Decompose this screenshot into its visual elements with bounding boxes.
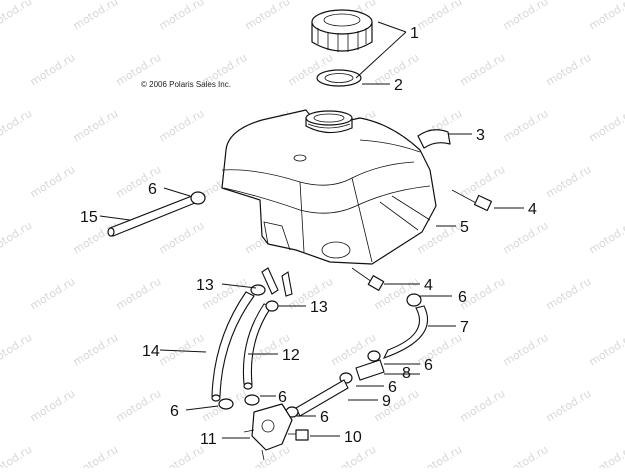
watermark-text: motod.ru [544,387,594,425]
bolt-10 [295,429,309,441]
watermark-text: motod.ru [0,443,34,468]
watermark-text: motod.ru [0,331,34,369]
callout-5: 5 [460,219,469,236]
fitting-right [281,271,293,297]
fuel-cap [311,9,373,52]
watermark-text: motod.ru [501,107,551,145]
watermark-text: motod.ru [157,331,207,369]
watermark-text: motod.ru [458,387,508,425]
watermark-text: motod.ru [587,107,625,145]
watermark-text: motod.ru [114,275,164,313]
callout-2: 2 [394,77,403,94]
callout-14: 14 [142,343,160,360]
callout-1: 1 [410,25,419,42]
callout-10: 10 [344,429,362,446]
leader-lines [99,21,524,439]
watermark-text: motod.ru [587,219,625,257]
rubber-pad [417,129,451,149]
callout-4b: 4 [424,277,433,294]
watermark-text: motod.ru [415,0,465,33]
callout-6d: 6 [388,379,397,396]
watermark-text: motod.ru [587,443,625,468]
watermark-text: motod.ru [157,107,207,145]
copyright-notice: © 2006 Polaris Sales Inc. [141,80,231,89]
watermark-text: motod.ru [157,219,207,257]
clamp-vent [190,191,206,205]
bolt-lower [351,267,385,291]
watermark-text: motod.ru [28,387,78,425]
watermark-text: motod.ru [587,331,625,369]
fuel-tank [221,109,437,265]
watermark-text: motod.ru [0,107,34,145]
callout-7: 7 [460,319,469,336]
watermark-text: motod.ru [0,219,34,257]
watermark-text: motod.ru [501,0,551,33]
watermark-text: motod.ru [458,163,508,201]
callout-6e: 6 [170,403,179,420]
callout-13b: 13 [310,299,328,316]
clamp-7 [406,293,422,307]
callout-6c: 6 [424,357,433,374]
watermark-text: motod.ru [71,0,121,33]
fuel-valve [243,403,293,461]
watermark-text: motod.ru [71,107,121,145]
fitting-left [261,267,279,295]
callout-8: 8 [402,365,411,382]
callout-9: 9 [382,393,391,410]
filler-neck [305,110,353,134]
watermark-text: motod.ru [415,331,465,369]
watermark-text: motod.ru [501,443,551,468]
cap-gasket [316,69,362,87]
watermark-text: motod.ru [28,275,78,313]
fuel-hose-9 [295,379,349,417]
watermark-text: motod.ru [71,331,121,369]
watermark-text: motod.ru [243,0,293,33]
watermark-text: motod.ru [501,219,551,257]
fuel-filter [355,359,385,381]
watermark-text: motod.ru [544,275,594,313]
watermark-text: motod.ru [587,0,625,33]
watermark-text: motod.ru [329,443,379,468]
watermark-text: motod.ru [28,163,78,201]
callout-11: 11 [200,431,217,448]
callout-6a: 6 [148,181,157,198]
callout-6f: 6 [278,389,287,406]
watermark-text: motod.ru [71,443,121,468]
callout-6g: 6 [320,409,329,426]
callout-15: 15 [80,209,98,226]
callout-numbers: 1 2 3 4 5 6 15 13 4 6 7 13 14 12 8 6 6 9… [80,25,537,448]
callout-4a: 4 [528,201,537,218]
watermark-text: motod.ru [544,51,594,89]
callout-13a: 13 [196,277,214,294]
callout-6b: 6 [458,289,467,306]
watermark-text: motod.ru [0,0,34,33]
watermark-text: motod.ru [501,331,551,369]
bolt-upper [451,189,493,212]
watermark-text: motod.ru [28,51,78,89]
watermark-text: motod.ru [114,387,164,425]
callout-12: 12 [282,347,300,364]
fuel-hose-7 [382,305,429,359]
watermark-text: motod.ru [415,443,465,468]
watermark-text: motod.ru [544,163,594,201]
watermark-text: motod.ru [157,443,207,468]
watermark-text: motod.ru [157,0,207,33]
callout-3: 3 [476,127,485,144]
watermark-text: motod.ru [458,51,508,89]
